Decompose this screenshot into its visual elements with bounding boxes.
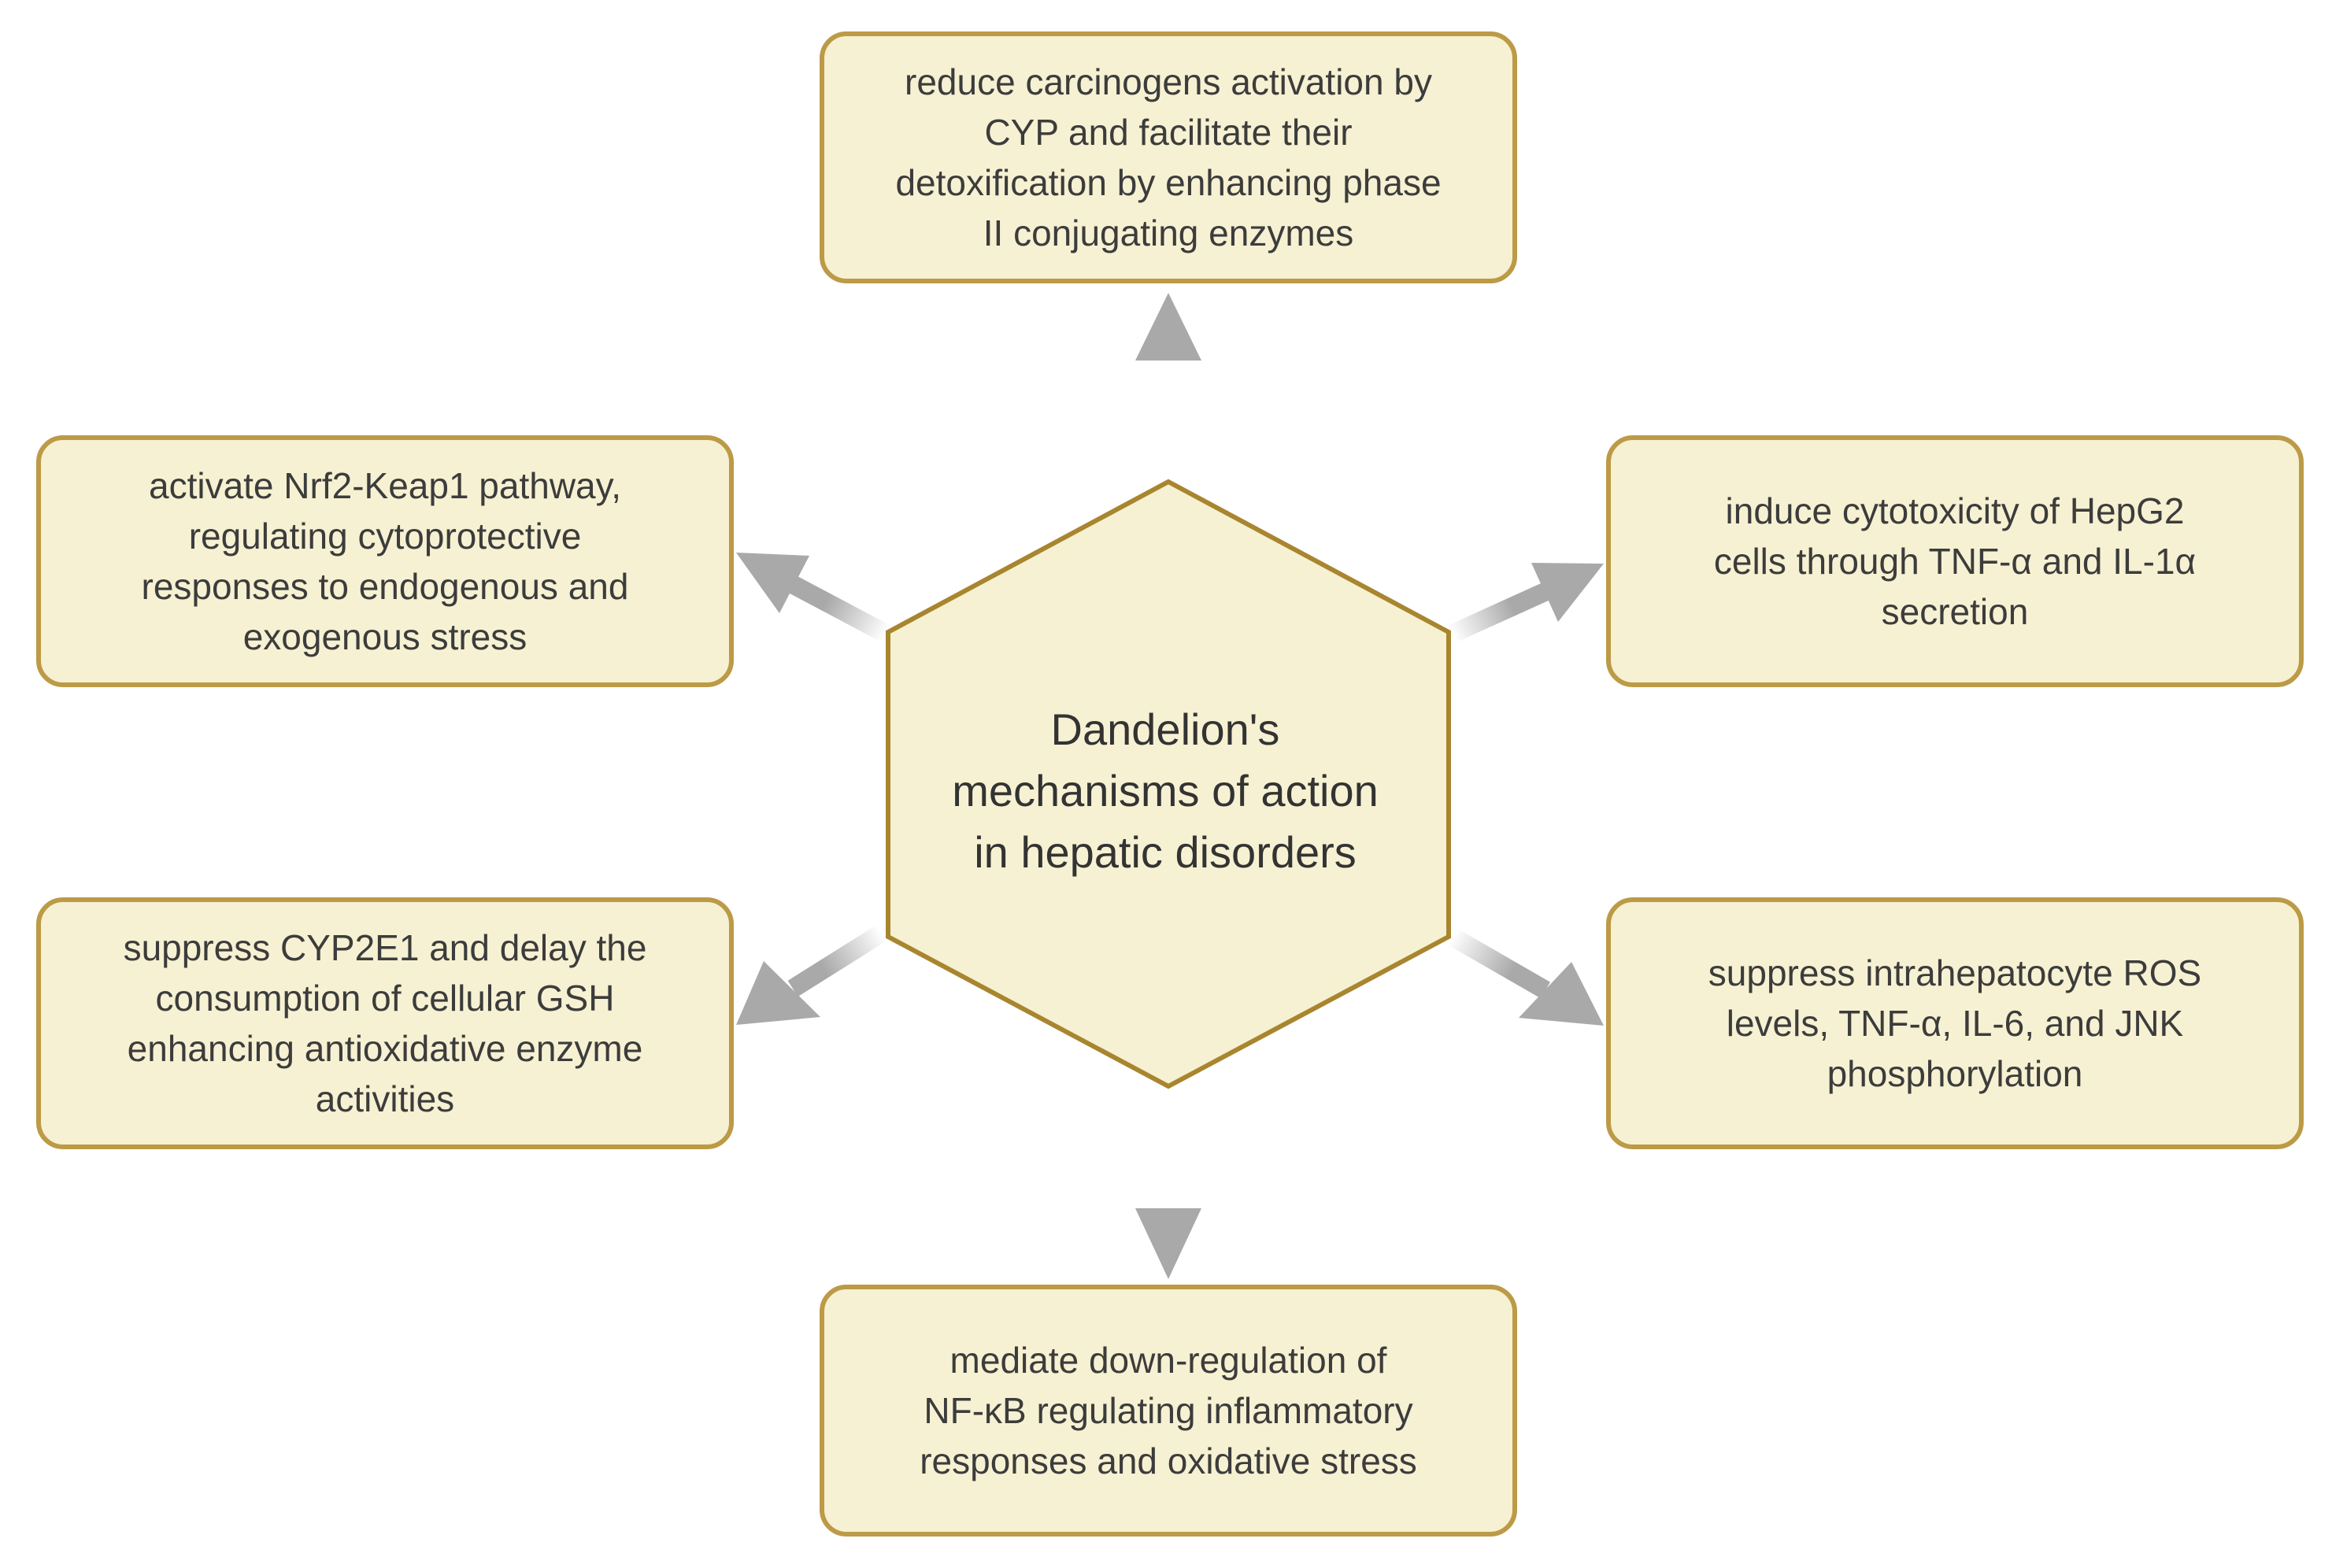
center-title: Dandelion's mechanisms of action in hepa… [952,704,1379,877]
mechanism-text-lower-left: suppress CYP2E1 and delay the consumptio… [123,927,647,1119]
arrow-to-bottom [1135,1098,1201,1279]
mechanism-box-lower-left: suppress CYP2E1 and delay the consumptio… [36,897,734,1149]
mechanism-text-lower-right: suppress intrahepatocyte ROS levels, TNF… [1708,952,2202,1094]
mechanism-text-upper-left: activate Nrf2-Keap1 pathway, regulating … [141,465,629,657]
mechanism-box-top: reduce carcinogens activation by CYP and… [820,31,1517,283]
arrow-to-top [1135,293,1201,472]
mechanism-text-top: reduce carcinogens activation by CYP and… [895,61,1442,253]
mechanism-box-upper-left: activate Nrf2-Keap1 pathway, regulating … [36,435,734,687]
mechanism-text-bottom: mediate down-regulation of NF-κB regulat… [920,1340,1417,1481]
mechanism-text-upper-right: induce cytotoxicity of HepG2 cells throu… [1713,490,2197,632]
arrow-to-upper-right [1449,563,1604,642]
arrow-to-lower-right [1448,928,1604,1026]
arrow-to-upper-left [736,553,890,642]
mechanism-box-upper-right: induce cytotoxicity of HepG2 cells throu… [1606,435,2304,687]
center-hexagon [886,479,1451,1089]
mechanism-box-bottom: mediate down-regulation of NF-κB regulat… [820,1285,1517,1537]
arrow-to-lower-left [736,924,887,1025]
mechanism-box-lower-right: suppress intrahepatocyte ROS levels, TNF… [1606,897,2304,1149]
